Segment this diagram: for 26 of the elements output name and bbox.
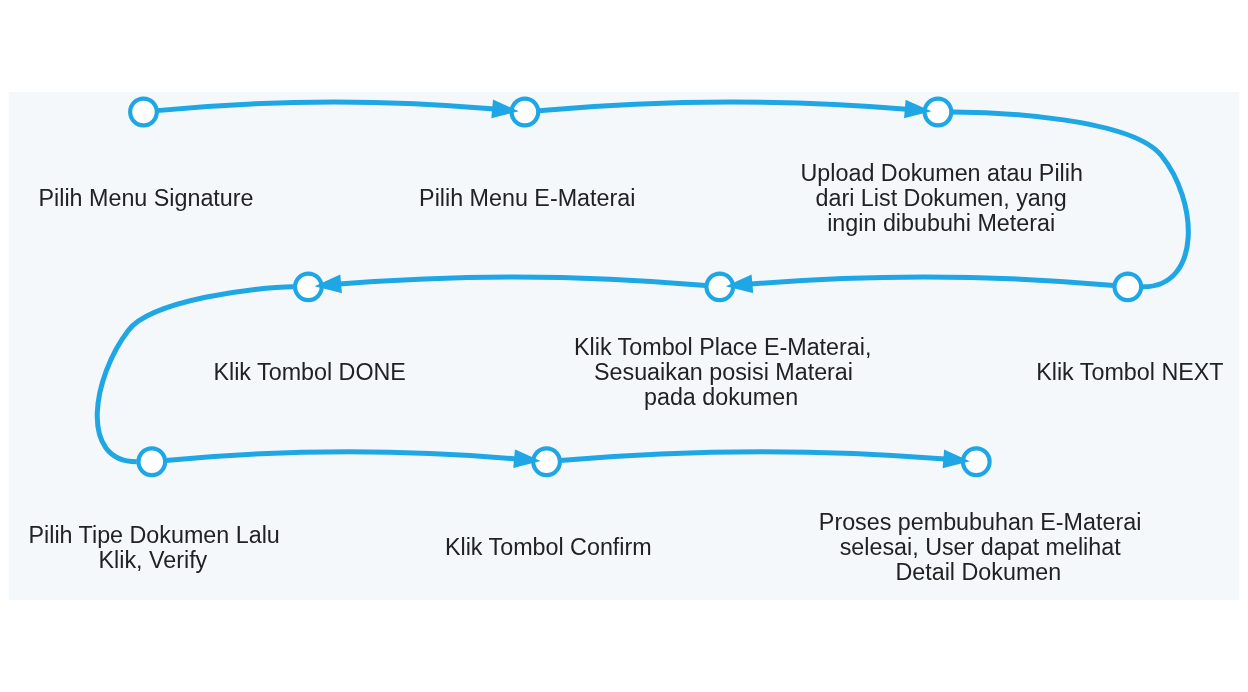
arrow — [314, 274, 706, 294]
node-label: Klik Tombol NEXT — [1036, 359, 1224, 386]
arrow — [165, 449, 541, 469]
node-circle — [128, 96, 159, 128]
node-label: Klik Tombol DONE — [213, 359, 406, 386]
node-circle — [704, 271, 736, 303]
node-label: Proses pembubuhan E-Materai selesai, User dapat melihat Detail Dokumen — [818, 509, 1142, 586]
node-circle — [531, 446, 562, 478]
node-label: Pilih Tipe Dokumen Lalu Klik, Verify — [28, 521, 280, 573]
arrow — [538, 99, 932, 119]
connector — [952, 109, 1191, 290]
node-label: Klik Tombol Confirm — [444, 534, 652, 561]
arrow — [725, 274, 1115, 294]
node-label: Pilih Menu E-Materai — [419, 184, 636, 211]
node-circle — [960, 446, 992, 478]
arrow — [156, 99, 519, 119]
node-circle — [292, 271, 324, 303]
node-label: Klik Tombol Place E-Materai, Sesuaikan posisi Materai pada dokumen — [574, 334, 872, 411]
arrow — [559, 449, 970, 469]
node-circle — [136, 446, 168, 478]
node-label: Pilih Menu Signature — [38, 184, 254, 211]
node-circle — [922, 96, 954, 128]
connector — [94, 284, 294, 465]
node-label: Upload Dokumen atau Pilih dari List Dokumen, yang ingin dibubuhi Meterai — [800, 159, 1083, 236]
node-circle — [509, 96, 541, 128]
node-circle — [1112, 271, 1144, 303]
